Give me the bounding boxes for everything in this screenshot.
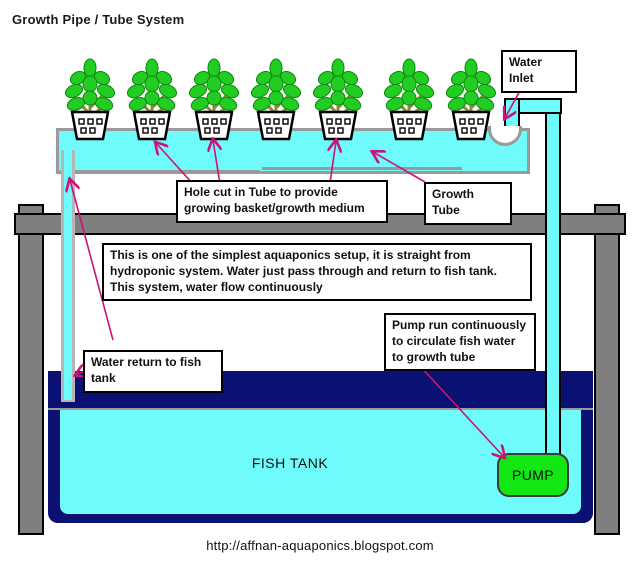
- plant-leaves: [188, 58, 240, 111]
- callout-pump-note: Pump run continuously to circulate fish …: [384, 313, 536, 372]
- growth-tube: [56, 128, 530, 174]
- growth-tube-bottom-shadow-2: [262, 167, 462, 170]
- callout-description: This is one of the simplest aquaponics s…: [102, 243, 532, 302]
- plant-leaves: [312, 58, 364, 111]
- plant-leaves: [126, 58, 178, 111]
- growing-basket: [132, 110, 172, 142]
- callout-water-inlet: Water Inlet: [501, 50, 577, 93]
- growing-basket: [194, 110, 234, 142]
- plant-leaves: [250, 58, 302, 111]
- callout-water-return: Water return to fish tank: [83, 350, 223, 393]
- page-title: Growth Pipe / Tube System: [12, 12, 185, 27]
- growth-tube-bottom-shadow: [60, 170, 260, 173]
- fish-tank-waterline: [48, 408, 593, 410]
- callout-hole-cut: Hole cut in Tube to provide growing bask…: [176, 180, 388, 223]
- plant-leaves: [383, 58, 435, 111]
- pump-unit: PUMP: [497, 453, 569, 497]
- plant: [381, 58, 437, 138]
- plant: [443, 58, 499, 138]
- growing-basket: [389, 110, 429, 142]
- fish-tank-label: FISH TANK: [251, 455, 329, 471]
- plant-leaves: [64, 58, 116, 111]
- growing-basket: [70, 110, 110, 142]
- plant: [248, 58, 304, 138]
- return-pipe: [64, 150, 72, 400]
- pump-label: PUMP: [511, 467, 555, 483]
- inlet-pipe-riser: [547, 100, 559, 458]
- growing-basket: [451, 110, 491, 142]
- stand-left-post: [18, 204, 44, 535]
- growing-basket: [318, 110, 358, 142]
- growing-basket: [256, 110, 296, 142]
- plant-leaves: [445, 58, 497, 111]
- callout-growth-tube: Growth Tube: [424, 182, 512, 225]
- plant: [124, 58, 180, 138]
- footer-url: http://affnan-aquaponics.blogspot.com: [206, 538, 434, 553]
- stand-right-post: [594, 204, 620, 535]
